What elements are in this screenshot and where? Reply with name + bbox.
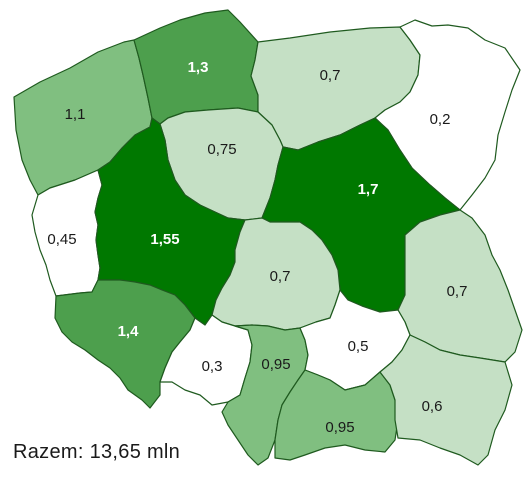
region-value-podlaskie: 0,2 xyxy=(430,111,451,128)
total-label: Razem: 13,65 mln xyxy=(13,441,181,463)
region-podkarpackie xyxy=(379,334,513,466)
region-lubelskie xyxy=(397,209,523,363)
region-value-lubelskie: 0,7 xyxy=(447,283,468,300)
region-value-podkarpackie: 0,6 xyxy=(422,398,443,415)
region-value-zachodniopomorskie: 1,1 xyxy=(65,106,86,123)
region-value-warminsko-mazurskie: 0,7 xyxy=(320,67,341,84)
region-malopolskie xyxy=(274,369,399,461)
region-value-opolskie: 0,3 xyxy=(202,358,223,375)
region-podlaskie xyxy=(374,19,521,211)
region-value-mazowieckie: 1,7 xyxy=(358,181,379,198)
region-value-malopolskie: 0,95 xyxy=(325,419,354,436)
region-value-wielkopolskie: 1,55 xyxy=(150,231,179,248)
regions-layer xyxy=(13,9,523,466)
region-value-lubuskie: 0,45 xyxy=(47,231,76,248)
region-value-lodzkie: 0,7 xyxy=(270,268,291,285)
labels-layer: 1,3 1,1 0,7 0,2 0,75 1,7 0,45 1,55 0,7 0,7 1,4 0,3 0… xyxy=(47,59,467,436)
region-value-pomorskie: 1,3 xyxy=(188,59,209,76)
region-value-dolnoslaskie: 1,4 xyxy=(118,323,140,340)
region-value-kujawsko-pomorskie: 0,75 xyxy=(207,141,236,158)
region-value-slaskie: 0,95 xyxy=(261,356,290,373)
region-value-swietokrzyskie: 0,5 xyxy=(348,338,369,355)
region-dolnoslaskie xyxy=(54,279,196,409)
